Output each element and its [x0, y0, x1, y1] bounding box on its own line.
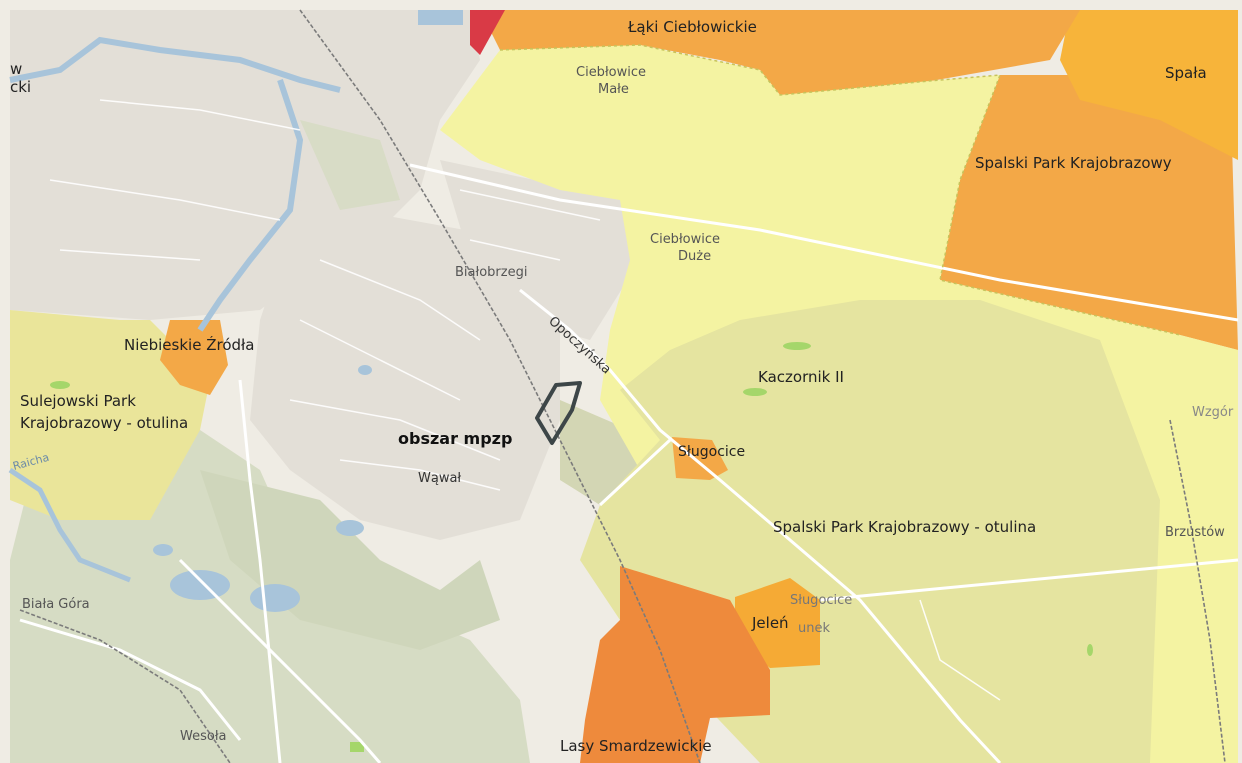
- label-obszar-mpzp: obszar mpzp: [398, 429, 512, 448]
- mpzp-area-outline[interactable]: [535, 381, 582, 445]
- label-slugocice-village: Sługocice: [790, 593, 852, 608]
- label-wzgorz: Wzgór: [1192, 405, 1234, 420]
- label-wesola: Wesoła: [180, 729, 226, 744]
- label-spala: Spała: [1165, 64, 1207, 82]
- label-spalski-park: Spalski Park Krajobrazowy: [975, 154, 1172, 172]
- zone-boundary: [499, 44, 1181, 336]
- label-sulejowski-line2: Krajobrazowy - otulina: [20, 414, 188, 432]
- label-brzustow: Brzustów: [1165, 525, 1225, 540]
- zone-laki-cieblowickie: [480, 10, 1080, 95]
- label-cieblowice-duze-1: Ciebłowice: [650, 232, 720, 247]
- zone-niebieskie-zrodla: [160, 320, 228, 395]
- label-cieblowice-male-2: Małe: [598, 82, 629, 97]
- label-biala-gora: Biała Góra: [22, 597, 90, 612]
- zone-slugocice: [672, 437, 728, 480]
- label-cieblowice-duze-2: Duże: [678, 249, 711, 264]
- zone-red-corner: [470, 10, 505, 55]
- label-bialobrzegi: Białobrzegi: [455, 265, 527, 280]
- label-left-cki: cki: [10, 78, 31, 96]
- label-unek: unek: [798, 621, 830, 636]
- label-kaczornik: Kaczornik II: [758, 368, 844, 386]
- zone-sulejowski-otulina: [10, 310, 210, 520]
- label-niebieskie-zrodla: Niebieskie Źródła: [124, 335, 254, 354]
- label-lasy-smardzewickie: Lasy Smardzewickie: [560, 737, 712, 755]
- label-spalski-otulina: Spalski Park Krajobrazowy - otulina: [773, 518, 1036, 536]
- zone-lasy-smardzewickie: [580, 566, 770, 763]
- minor-roads: [49, 99, 1001, 701]
- zone-spala: [1060, 10, 1238, 160]
- label-laki-cieblowickie: Łąki Ciebłowickie: [627, 18, 757, 36]
- label-sulejowski-line1: Sulejowski Park: [20, 392, 136, 410]
- green-spots: [50, 342, 1093, 752]
- zone-jelen: [735, 578, 820, 668]
- label-wawal: Wąwał: [418, 471, 461, 486]
- label-left-w: w: [10, 60, 22, 78]
- roads: [19, 163, 1239, 763]
- railway: [19, 9, 1226, 763]
- label-cieblowice-male-1: Ciebłowice: [576, 65, 646, 80]
- label-jelen: Jeleń: [751, 614, 789, 632]
- urban-areas: [10, 10, 640, 540]
- label-slugocice-reserve: Sługocice: [678, 444, 745, 460]
